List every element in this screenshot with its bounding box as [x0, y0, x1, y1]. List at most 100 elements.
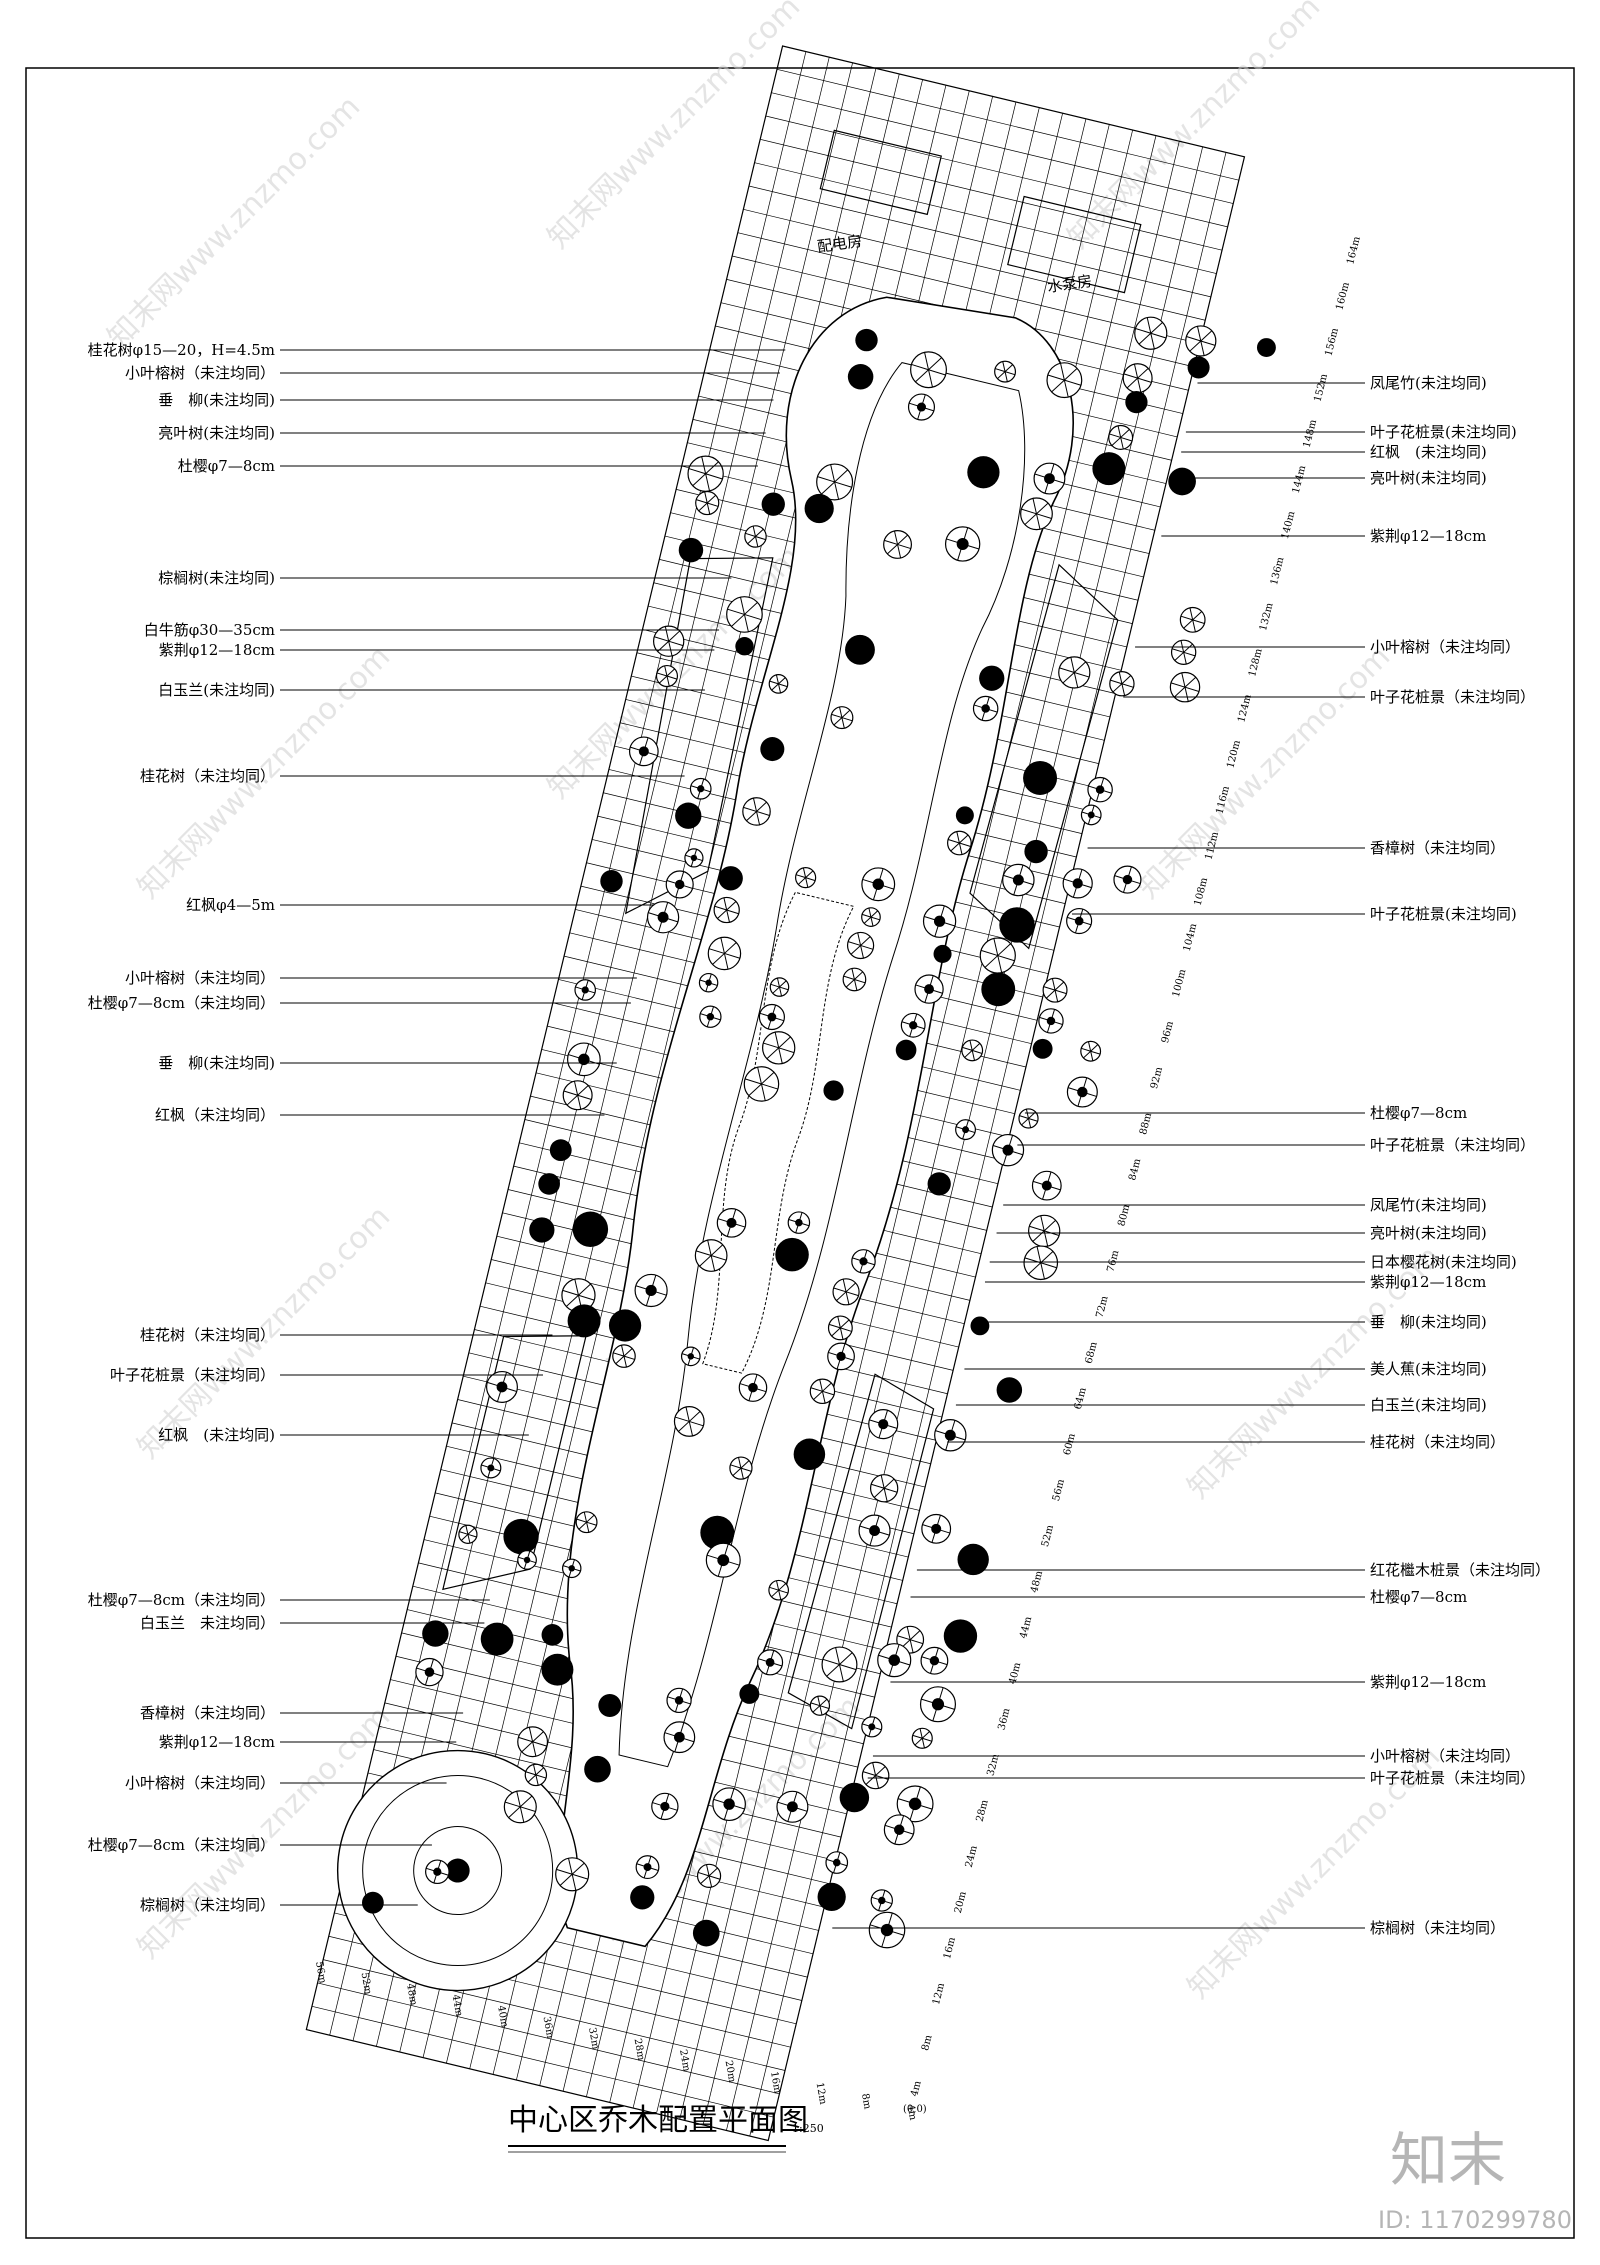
right-tick-label: 156m: [1323, 326, 1341, 357]
tree-symbol: [979, 665, 1005, 691]
tree-symbol: [692, 1919, 720, 1947]
right-tick-label: 148m: [1302, 418, 1320, 449]
right-tick-label: 16m: [942, 1936, 958, 1961]
tree-symbol: [847, 363, 874, 390]
tree-symbol: [855, 328, 878, 352]
tree-symbol: [480, 1622, 514, 1656]
plant-label-left: 白牛筋φ30—35cm: [144, 621, 275, 639]
central-garden: [558, 296, 1074, 1948]
tree-symbol: [698, 972, 719, 993]
tree-symbol: [967, 456, 1000, 489]
right-tick-label: 144m: [1291, 464, 1309, 495]
plant-label-right: 叶子花桩景(未注均同): [1370, 423, 1517, 441]
plant-label-left: 杜樱φ7—8cm（未注均同）: [88, 1591, 275, 1609]
tree-symbol: [666, 1687, 692, 1714]
tree-symbol: [793, 1438, 826, 1471]
tree-symbol: [529, 1217, 555, 1243]
tree-symbol: [861, 907, 881, 927]
tree-symbol: [996, 1377, 1023, 1403]
tree-symbol: [635, 1855, 660, 1880]
watermark-text: 知末网www.znzmo.com: [101, 89, 367, 355]
tree-symbol: [630, 1885, 655, 1910]
leader-lines: [280, 349, 1365, 1929]
plant-label-left: 垂 柳(未注均同): [158, 1054, 275, 1072]
right-tick-label: 52m: [1040, 1523, 1056, 1548]
right-tick-label: 104m: [1182, 922, 1200, 953]
grid-line-h: [323, 1959, 786, 2071]
tree-symbol: [839, 1782, 870, 1813]
tree-symbol: [712, 1787, 746, 1822]
right-tick-label: 36m: [996, 1707, 1012, 1732]
tree-symbol: [809, 1695, 831, 1716]
plant-label-left: 杜樱φ7—8cm（未注均同）: [88, 994, 275, 1012]
tree-symbol: [907, 393, 936, 421]
right-tick-label: 152m: [1313, 372, 1331, 403]
tree-symbol: [716, 1208, 747, 1238]
tree-symbol: [775, 1237, 809, 1272]
power-room: [819, 129, 942, 216]
tree-symbol: [896, 1785, 934, 1823]
tree-symbol: [979, 937, 1016, 974]
tree-symbol: [1108, 424, 1134, 450]
tree-symbol: [769, 977, 790, 997]
tree-symbol: [1062, 868, 1093, 899]
tree-symbol: [1187, 356, 1210, 379]
right-tick-label: 120m: [1225, 739, 1243, 770]
tree-symbol: [517, 1550, 537, 1570]
plant-label-right: 叶子花桩景（未注均同）: [1370, 1769, 1535, 1787]
tree-symbol: [718, 866, 743, 891]
tree-symbol: [541, 1624, 564, 1646]
plant-label-right: 紫荆φ12—18cm: [1370, 1273, 1486, 1291]
tree-symbol: [425, 1859, 450, 1885]
tree-symbol: [845, 634, 875, 665]
right-tick-label: 92m: [1149, 1065, 1165, 1090]
west-bed: [624, 557, 774, 915]
plant-label-left: 杜樱φ7—8cm（未注均同）: [88, 1836, 275, 1854]
tree-symbol: [738, 1373, 768, 1402]
right-tick-label: 4m: [909, 2079, 924, 2098]
bottom-tick-label: 36m: [541, 2016, 556, 2040]
tree-symbol: [362, 1891, 384, 1914]
tree-symbol: [600, 870, 623, 893]
tree-symbol: [761, 492, 785, 516]
plant-label-right: 杜樱φ7—8cm: [1370, 1588, 1467, 1606]
drawing-title: 中心区乔木配置平面图: [508, 2103, 808, 2138]
tree-symbol: [861, 867, 896, 902]
plant-label-right: 桂花树（未注均同）: [1370, 1433, 1505, 1451]
grid-line-h: [737, 232, 1200, 344]
plant-label-right: 杜樱φ7—8cm: [1370, 1104, 1467, 1122]
plant-label-left: 小叶榕树（未注均同）: [125, 364, 275, 382]
tree-symbol: [673, 1406, 705, 1437]
tree-symbol: [562, 1558, 582, 1579]
tree-symbol: [842, 967, 867, 992]
tree-symbol: [1066, 907, 1093, 935]
grid-line-h: [748, 185, 1211, 298]
tree-symbol: [1169, 671, 1201, 703]
right-tick-label: 56m: [1051, 1478, 1067, 1503]
bottom-tick-label: 20m: [723, 2060, 738, 2084]
power-room-label: 配电房: [816, 232, 863, 256]
tree-symbol: [735, 637, 754, 656]
watermark-text: 知末网www.znzmo.com: [541, 0, 807, 256]
right-tick-label: 68m: [1084, 1340, 1100, 1365]
plant-label-right: 红枫 (未注均同): [1370, 443, 1487, 461]
plant-label-left: 红枫 (未注均同): [158, 1426, 275, 1444]
tree-symbol: [646, 901, 680, 934]
right-tick-label: 8m: [920, 2033, 935, 2052]
plant-label-left: 红枫φ4—5m: [186, 896, 275, 914]
bottom-tick-label: 52m: [359, 1972, 374, 1996]
tree-symbol: [943, 1619, 978, 1653]
plant-label-left: 亮叶树(未注均同): [158, 424, 275, 442]
tree-symbol: [700, 1515, 735, 1550]
tree-symbol: [760, 737, 785, 762]
tree-symbol: [868, 1911, 906, 1949]
tree-symbol: [503, 1790, 537, 1824]
plant-label-right: 香樟树（未注均同）: [1370, 839, 1505, 857]
tree-symbol: [804, 493, 834, 524]
tree-symbol: [699, 1005, 722, 1028]
tree-symbol: [687, 455, 724, 492]
plant-label-right: 紫荆φ12—18cm: [1370, 527, 1486, 545]
tree-symbol: [868, 1409, 899, 1440]
plant-label-left: 红枫（未注均同）: [155, 1106, 275, 1124]
